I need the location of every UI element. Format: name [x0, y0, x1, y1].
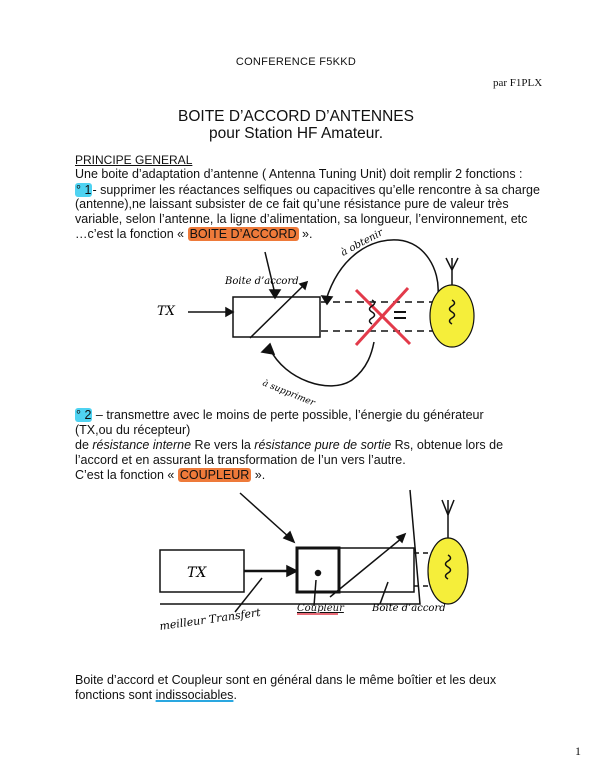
- box-label-arrow: [264, 251, 276, 295]
- point2-line4: l’accord et en assurant la transformatio…: [75, 453, 406, 467]
- function-boite-accord: BOITE D’ACCORD: [187, 227, 299, 241]
- tuner-variable-arrow: [249, 284, 305, 339]
- point1-line3: variable, selon l’antenne, la ligne d’al…: [75, 212, 528, 226]
- page-number: 1: [575, 744, 581, 758]
- point2-line1-text: – transmettre avec le moins de perte pos…: [92, 408, 484, 422]
- diagram2-box-label: Boite d’accord: [371, 603, 446, 614]
- conclusion-line1: Boite d’accord et Coupleur sont en génér…: [75, 673, 497, 687]
- transfer-pointer: [234, 577, 263, 613]
- point1-line1-text: - supprimer les réactances selfiques ou …: [92, 183, 540, 197]
- box-label-pointer: [379, 581, 389, 605]
- suppress-arrowhead: [260, 342, 276, 355]
- point2-line2: (TX,ou du récepteur): [75, 423, 191, 437]
- tuner-variable-arrowhead: [298, 280, 309, 291]
- indissociables-term: indissociables: [155, 688, 234, 702]
- obtain-arrowhead: [320, 295, 334, 306]
- tx-to-coupler-arrowhead: [286, 564, 299, 578]
- box-label-arrowhead: [268, 289, 282, 300]
- diagram2-tx-label: TX: [187, 565, 207, 581]
- obtain-curve: [325, 239, 439, 301]
- tuner-variable-arrow-2: [329, 537, 403, 598]
- coil-icon: [368, 299, 376, 325]
- coupler-label: Coupleur: [297, 603, 345, 614]
- document-subtitle: pour Station HF Amateur.: [208, 125, 384, 142]
- point2-line3: de résistance interne Re vers la résista…: [75, 438, 503, 452]
- coupler-dot-icon: [314, 569, 322, 577]
- conclusion-line2-suffix: .: [233, 688, 237, 702]
- point2-line5-prefix: C’est la fonction «: [75, 468, 178, 482]
- intro-term: boite d’adaptation d’antenne: [101, 167, 259, 181]
- conclusion-line2-prefix: fonctions sont: [75, 688, 156, 702]
- conference-header: CONFERENCE F5KKD: [235, 56, 357, 68]
- capacitor-icon: [394, 311, 406, 319]
- housing-outline: [160, 489, 421, 605]
- point2-marker: ° 2: [75, 408, 93, 422]
- diagram1-box-label: Boite d’accord: [224, 276, 299, 287]
- point2-line5-suffix: ».: [251, 468, 266, 482]
- diagram1-tx-label: TX: [157, 304, 176, 319]
- antenna-icon-2: [441, 499, 455, 538]
- coupler-pointer-arrowhead: [282, 530, 296, 544]
- intro-prefix: Une: [75, 167, 102, 181]
- antenna-coil-icon: [448, 299, 456, 325]
- section-title: PRINCIPE GENERAL: [75, 153, 193, 167]
- tuner-variable-arrowhead-2: [395, 532, 407, 544]
- point1-line4: …c’est la fonction « BOITE D’ACCORD ».: [75, 227, 312, 241]
- document-title: BOITE D’ACCORD D’ANTENNES: [178, 108, 414, 125]
- intro-paragraph: Une boite d’adaptation d’antenne ( Anten…: [75, 167, 523, 181]
- coupler-box: [295, 546, 341, 594]
- best-transfer-label: meilleur Transfert: [159, 606, 262, 633]
- antenna-icon: [445, 257, 459, 285]
- point2-line3-mid: Re vers la: [191, 438, 255, 452]
- point1-line1: ° 1- supprimer les réactances selfiques …: [75, 183, 540, 197]
- coupler-label-pointer: [313, 579, 317, 607]
- point2-line3-suffix: Rs, obtenue lors de: [391, 438, 504, 452]
- point1-line4-suffix: ».: [298, 227, 313, 241]
- point2-line1: ° 2 – transmettre avec le moins de perte…: [75, 408, 484, 422]
- reactance-cross: [354, 286, 412, 347]
- point1-line4-prefix: …c’est la fonction «: [75, 227, 188, 241]
- point1-marker: ° 1: [75, 183, 93, 197]
- author-label: par F1PLX: [493, 77, 543, 89]
- output-resistance-term: résistance pure de sortie: [254, 438, 392, 452]
- suppress-curve: [269, 341, 375, 387]
- tuner-box-2: [296, 547, 415, 593]
- internal-resistance-term: résistance interne: [92, 438, 192, 452]
- function-coupleur: COUPLEUR: [177, 468, 252, 482]
- point2-line5: C’est la fonction « COUPLEUR ».: [75, 468, 265, 482]
- conclusion-line2: fonctions sont indissociables.: [75, 688, 237, 702]
- antenna-blob-2: [427, 537, 469, 605]
- point1-line2: (antenne),ne laissant subsister de ce fa…: [75, 197, 509, 211]
- intro-suffix: ( Antenna Tuning Unit) doit remplir 2 fo…: [258, 167, 523, 181]
- coupler-pointer-line: [239, 492, 291, 539]
- antenna-coil-icon-2: [444, 554, 452, 580]
- tx-arrow-head: [225, 306, 235, 318]
- point2-line3-prefix: de: [75, 438, 93, 452]
